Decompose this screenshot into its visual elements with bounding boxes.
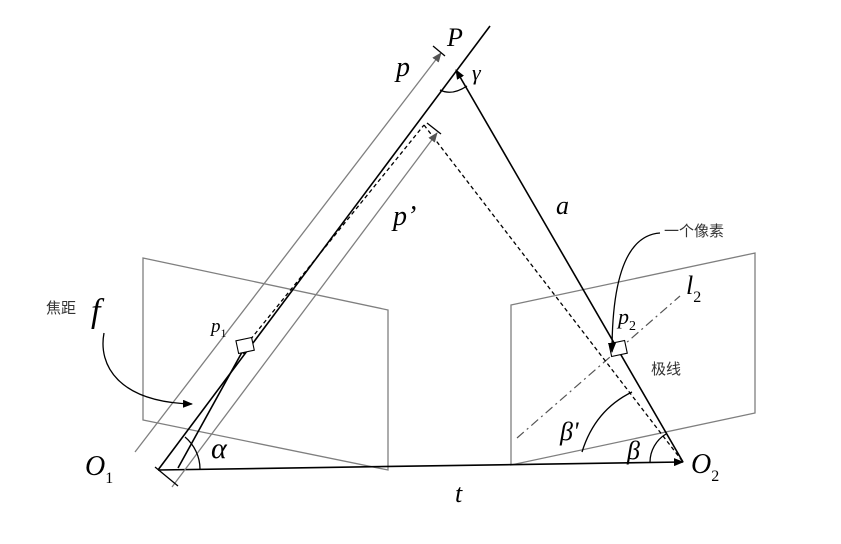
label-p2: p2: [616, 304, 636, 334]
beta-prime-arc: [581, 391, 633, 453]
label-alpha: α: [211, 432, 228, 465]
label-focal-cn: 焦距: [46, 299, 76, 317]
label-f: f: [91, 293, 105, 330]
label-O2: O2: [691, 449, 719, 485]
label-beta-prime: β': [559, 417, 579, 446]
depth-p-line: [134, 52, 442, 453]
label-p-prime: p’: [391, 201, 416, 232]
ray-o1-p1: [177, 344, 247, 469]
baseline-t: [157, 458, 684, 471]
label-beta: β: [626, 436, 640, 465]
alpha-arc: [184, 436, 201, 470]
beta-arc: [649, 433, 667, 463]
label-gamma: γ: [472, 60, 482, 85]
ray-o1-p: [157, 25, 491, 471]
pixel-pointer: [608, 232, 661, 353]
origin-tick: [154, 466, 179, 487]
label-t: t: [455, 479, 463, 508]
depth-p-cap: [432, 45, 446, 57]
label-one-pixel: 一个像素: [664, 222, 724, 240]
label-l2: l2: [686, 271, 701, 306]
label-a: a: [556, 191, 569, 220]
label-epipolar-cn: 极线: [651, 360, 681, 378]
ray-a: [455, 69, 684, 463]
focal-pointer: [102, 332, 193, 408]
epipolar-line: [516, 295, 681, 439]
ray-p1-pprime-dashed: [245, 124, 425, 346]
right-image-plane: [510, 252, 756, 466]
label-O1: O1: [85, 451, 113, 487]
label-p: p: [394, 52, 410, 83]
depth-pprime-cap: [426, 122, 442, 135]
left-image-plane: [142, 257, 389, 471]
pixel-square-p1: [235, 336, 255, 355]
label-p1: p1: [209, 316, 227, 340]
depth-pprime-line: [171, 132, 438, 488]
gamma-arc: [439, 85, 468, 93]
ray-pprime-o2-dashed: [423, 124, 684, 463]
label-P: P: [446, 23, 463, 52]
